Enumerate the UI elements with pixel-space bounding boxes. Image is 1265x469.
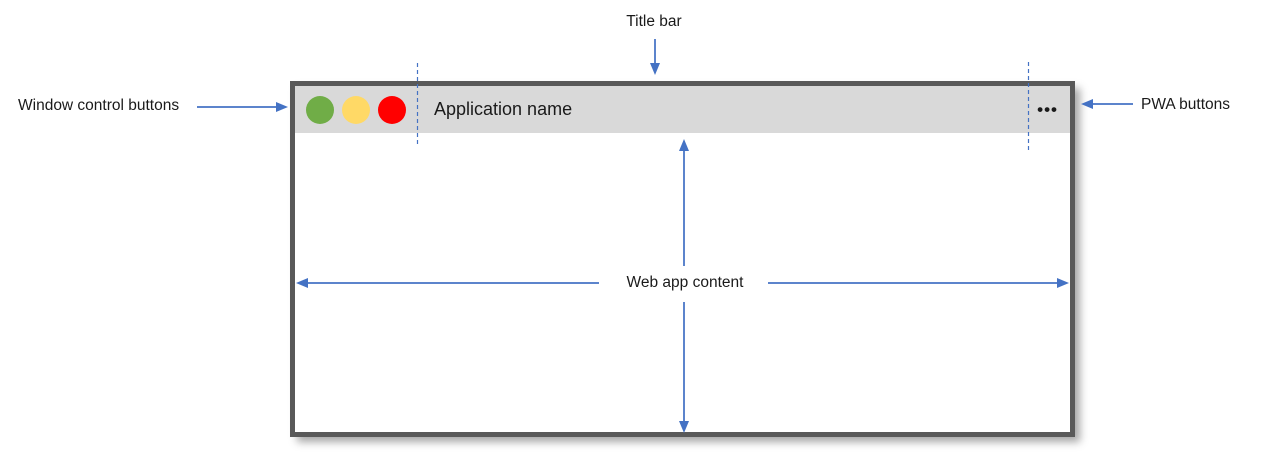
window-control-buttons-label: Window control buttons	[18, 97, 180, 114]
app-name: Application name	[434, 99, 573, 119]
title-bar-label: Title bar	[626, 13, 682, 30]
window-control-yellow-icon[interactable]	[342, 95, 370, 124]
pwa-buttons-arrow	[1081, 99, 1133, 109]
window-control-green-icon[interactable]	[306, 95, 334, 124]
web-app-content-label: Web app content	[626, 274, 744, 291]
window-controls-arrow	[197, 102, 288, 112]
title-bar-arrow	[650, 39, 660, 75]
pwa-buttons-label: PWA buttons	[1141, 96, 1231, 113]
titlebar: Application name •••	[295, 86, 1070, 133]
window-control-red-icon[interactable]	[378, 95, 406, 124]
window-control-buttons	[306, 95, 406, 124]
app-window: Application name •••	[290, 81, 1075, 437]
ellipsis-icon: •••	[1037, 100, 1058, 119]
pwa-menu-button[interactable]: •••	[1033, 86, 1062, 133]
